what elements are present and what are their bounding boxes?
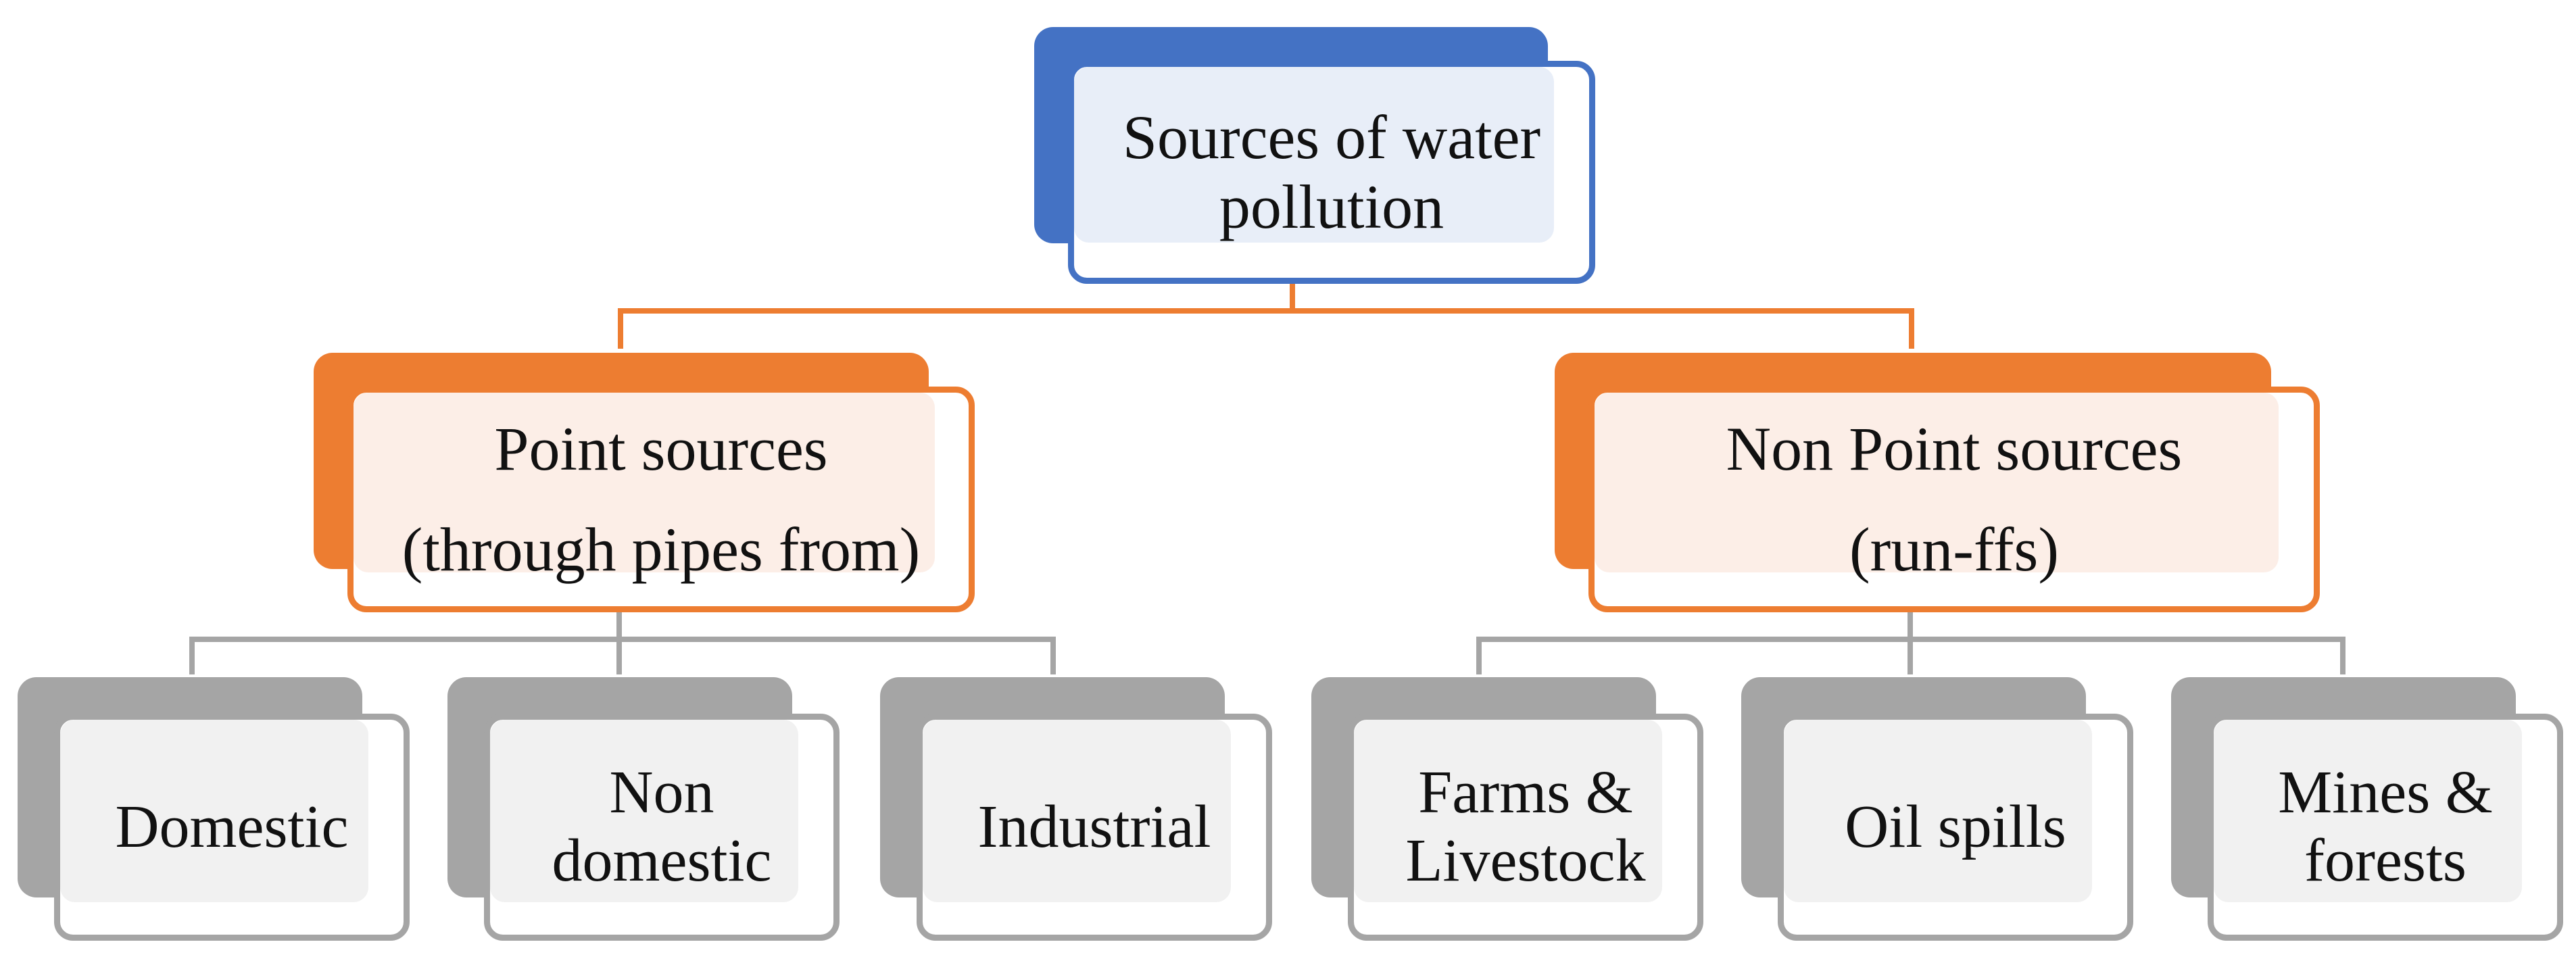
root-connector-left-drop	[618, 308, 623, 349]
leaf-node-domestic: Domestic	[18, 677, 410, 941]
leaf-industrial-label-line1: Industrial	[977, 793, 1211, 860]
leaf-node-farms-livestock: Farms & Livestock	[1311, 677, 1703, 941]
root-connector-stem	[1290, 277, 1295, 311]
leaf-non-domestic-card: Non domestic	[484, 714, 840, 941]
leaf-domestic-highlight	[60, 720, 368, 902]
leaf-domestic-label-line1: Domestic	[115, 793, 349, 860]
leaf-industrial-card: Industrial	[917, 714, 1272, 941]
non-point-sources-label: Non Point sources (run-ffs)	[1726, 399, 2183, 600]
leaf-mines-forests-label-line1: Mines &	[2278, 759, 2493, 827]
nonpoint-connector-drop-1	[1476, 637, 1482, 674]
root-connector-bar	[618, 308, 1914, 314]
root-label-line2: pollution	[1219, 172, 1444, 241]
leaf-mines-forests-highlight	[2214, 720, 2522, 902]
non-point-sources-node-card: Non Point sources (run-ffs)	[1588, 387, 2320, 612]
root-node-card: Sources of water pollution	[1068, 61, 1595, 284]
leaf-oil-spills-label: Oil spills	[1845, 793, 2066, 862]
leaf-farms-livestock-label: Farms & Livestock	[1406, 759, 1646, 895]
root-connector-right-drop	[1909, 308, 1914, 349]
point-connector-drop-1	[189, 637, 195, 674]
leaf-mines-forests-label: Mines & forests	[2278, 759, 2493, 895]
non-point-sources-label-line1: Non Point sources	[1726, 414, 2183, 483]
leaf-mines-forests-label-line2: forests	[2304, 827, 2466, 894]
leaf-non-domestic-highlight	[490, 720, 798, 902]
leaf-domestic-card: Domestic	[54, 714, 410, 941]
leaf-industrial-label: Industrial	[978, 793, 1211, 862]
leaf-industrial-highlight	[923, 720, 1231, 902]
leaf-oil-spills-card: Oil spills	[1778, 714, 2133, 941]
point-sources-node: Point sources (through pipes from)	[314, 353, 975, 612]
non-point-sources-node-highlight	[1595, 393, 2279, 572]
leaf-domestic-label: Domestic	[116, 793, 349, 862]
leaf-non-domestic-label-line2: domestic	[552, 827, 772, 894]
point-sources-label-line1: Point sources	[494, 414, 828, 483]
leaf-node-industrial: Industrial	[880, 677, 1272, 941]
non-point-sources-node: Non Point sources (run-ffs)	[1555, 353, 2320, 612]
point-connector-stem	[616, 608, 622, 642]
leaf-farms-livestock-card: Farms & Livestock	[1348, 714, 1703, 941]
root-node-sources-of-water-pollution: Sources of water pollution	[1034, 27, 1595, 284]
point-sources-node-highlight	[354, 393, 935, 572]
nonpoint-connector-drop-3	[2340, 637, 2346, 674]
root-node-label: Sources of water pollution	[1123, 103, 1540, 242]
leaf-non-domestic-label: Non domestic	[552, 759, 772, 895]
leaf-non-domestic-label-line1: Non	[609, 759, 714, 827]
nonpoint-connector-stem	[1907, 608, 1913, 642]
point-connector-drop-2	[616, 637, 622, 674]
leaf-oil-spills-label-line1: Oil spills	[1845, 793, 2066, 860]
leaf-farms-livestock-highlight	[1354, 720, 1662, 902]
leaf-farms-livestock-label-line2: Livestock	[1405, 827, 1646, 894]
leaf-oil-spills-highlight	[1784, 720, 2092, 902]
point-connector-bar	[189, 637, 1056, 642]
leaf-farms-livestock-label-line1: Farms &	[1418, 759, 1633, 827]
leaf-mines-forests-card: Mines & forests	[2208, 714, 2563, 941]
non-point-sources-label-line2: (run-ffs)	[1849, 515, 2059, 584]
nonpoint-connector-drop-2	[1907, 637, 1913, 674]
root-node-highlight	[1074, 67, 1554, 243]
root-label-line1: Sources of water	[1122, 102, 1541, 172]
leaf-node-non-domestic: Non domestic	[447, 677, 840, 941]
leaf-node-oil-spills: Oil spills	[1741, 677, 2133, 941]
point-sources-node-card: Point sources (through pipes from)	[347, 387, 975, 612]
point-connector-drop-3	[1050, 637, 1056, 674]
point-sources-label-line2: (through pipes from)	[402, 515, 921, 584]
leaf-node-mines-forests: Mines & forests	[2171, 677, 2563, 941]
point-sources-label: Point sources (through pipes from)	[402, 399, 921, 600]
